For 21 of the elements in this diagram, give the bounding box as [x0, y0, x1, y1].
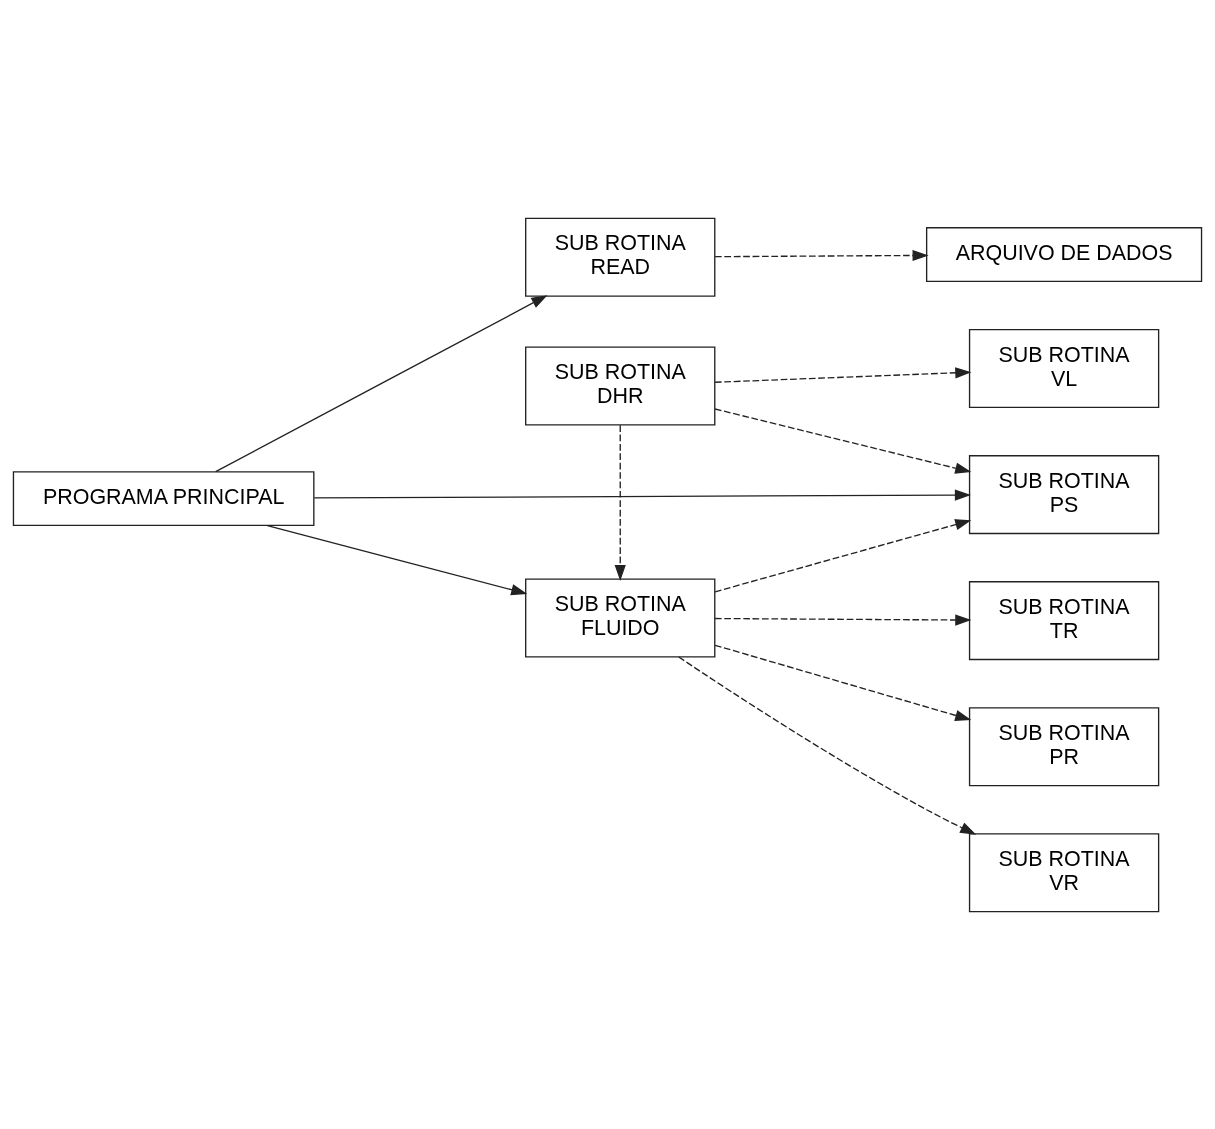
node-box: ARQUIVO DE DADOS [926, 226, 1203, 282]
node-box: SUB ROTINA FLUIDO [525, 577, 716, 658]
node-box: SUB ROTINA TR [968, 580, 1160, 660]
arrow [678, 655, 977, 835]
arrow [714, 249, 929, 261]
arrow [215, 294, 548, 472]
arrow [714, 407, 972, 474]
node-box: SUB ROTINA VR [968, 832, 1160, 912]
node-box: SUB ROTINA READ [525, 217, 716, 297]
node-box: PROGRAMA PRINCIPAL [12, 470, 315, 526]
node-box: SUB ROTINA PR [968, 706, 1160, 786]
arrow [614, 424, 626, 581]
arrow [266, 524, 528, 595]
arrow [714, 518, 972, 592]
node-box: SUB ROTINA DHR [525, 345, 716, 426]
arrow [714, 366, 972, 383]
node-box: SUB ROTINA PS [968, 454, 1160, 534]
arrow [313, 488, 971, 501]
arrow [714, 644, 972, 721]
arrow [714, 613, 972, 626]
node-box: SUB ROTINA VL [968, 328, 1160, 408]
